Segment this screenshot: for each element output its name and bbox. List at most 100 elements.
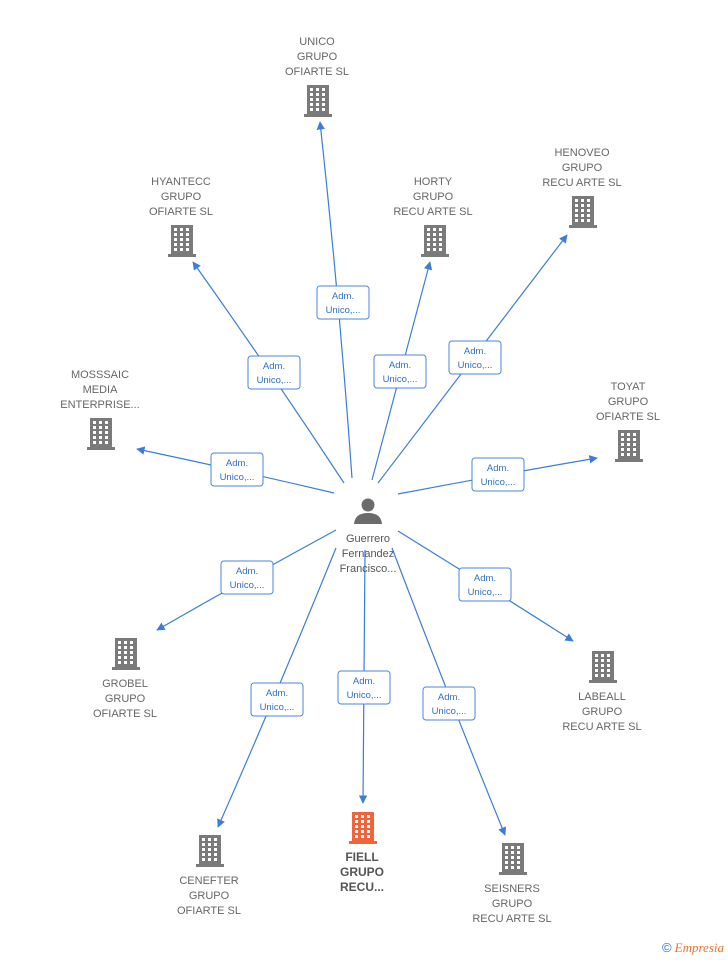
company-label-line: GRUPO: [562, 162, 603, 174]
building-icon: [196, 835, 224, 867]
edges-layer: Adm. Unico,... Adm. Unico,... Adm. Unico,... A…: [136, 121, 598, 836]
relation-text: Adm.: [263, 361, 285, 372]
relation-text: Adm.: [236, 566, 258, 577]
relation-text: Unico,...: [326, 305, 361, 316]
relation-text: Adm.: [474, 573, 496, 584]
relation-text: Adm.: [226, 458, 248, 469]
company-label-line: HORTY: [414, 176, 453, 188]
person-label-line: Fernandez: [342, 548, 395, 560]
building-icon: [349, 812, 377, 844]
relation-box: [210, 452, 264, 487]
company-label-line: OFIARTE SL: [93, 708, 157, 720]
building-icon: [304, 85, 332, 117]
company-label-line: OFIARTE SL: [149, 206, 213, 218]
relation-label-cenefter[interactable]: Adm. Unico,...: [250, 682, 304, 717]
relation-label-hyantecc[interactable]: Adm. Unico,...: [247, 355, 301, 390]
relation-box: [373, 354, 427, 389]
company-node-toyat[interactable]: TOYAT GRUPO OFIARTE SL: [596, 381, 660, 462]
relation-label-labeall[interactable]: Adm. Unico,...: [458, 567, 512, 602]
company-label-line: OFIARTE SL: [596, 411, 660, 423]
relation-text: Unico,...: [458, 360, 493, 371]
company-label-line: GRUPO: [582, 706, 623, 718]
person-label-line: Guerrero: [346, 533, 390, 545]
relation-text: Unico,...: [383, 374, 418, 385]
company-node-fiell[interactable]: FIELLGRUPORECU...: [340, 812, 384, 894]
building-icon: [168, 225, 196, 257]
company-node-cenefter[interactable]: CENEFTER GRUPO OFIARTE SL: [177, 835, 241, 917]
relation-text: Adm.: [266, 688, 288, 699]
company-node-horty[interactable]: HORTY GRUPO RECU ARTE SL: [393, 176, 473, 257]
relation-label-mosssaic[interactable]: Adm. Unico,...: [210, 452, 264, 487]
company-node-mosssaic[interactable]: MOSSSAIC MEDIA ENTERPRISE...: [60, 369, 140, 450]
building-icon: [569, 196, 597, 228]
person-icon: [354, 498, 382, 524]
company-label-line: CENEFTER: [179, 875, 238, 887]
relation-text: Adm.: [464, 346, 486, 357]
relation-label-grobel[interactable]: Adm. Unico,...: [220, 560, 274, 595]
relation-text: Unico,...: [481, 477, 516, 488]
relation-box: [471, 457, 525, 492]
company-label-line: LABEALL: [578, 691, 626, 703]
relation-text: Adm.: [438, 692, 460, 703]
company-node-grobel[interactable]: GROBEL GRUPO OFIARTE SL: [93, 638, 157, 720]
relation-label-unico[interactable]: Adm. Unico,...: [316, 285, 370, 320]
company-label-line: OFIARTE SL: [177, 905, 241, 917]
relation-box: [250, 682, 304, 717]
company-label-line: MEDIA: [83, 384, 119, 396]
relation-text: Unico,...: [257, 375, 292, 386]
relation-label-henoveo[interactable]: Adm. Unico,...: [448, 340, 502, 375]
company-label-line: GRUPO: [413, 191, 454, 203]
company-label-line: RECU...: [340, 880, 384, 894]
footer-brand: ©Empresia: [662, 940, 724, 956]
company-label-line: RECU ARTE SL: [393, 206, 472, 218]
relation-text: Adm.: [389, 360, 411, 371]
relation-text: Adm.: [487, 463, 509, 474]
relation-box: [422, 686, 476, 721]
relation-label-fiell[interactable]: Adm.Unico,...: [337, 670, 391, 705]
building-icon: [589, 651, 617, 683]
company-label-line: GROBEL: [102, 678, 148, 690]
company-label-line: MOSSSAIC: [71, 369, 129, 381]
company-label-line: RECU ARTE SL: [542, 177, 621, 189]
center-person-node[interactable]: GuerreroFernandezFrancisco...: [340, 498, 397, 576]
company-label-line: GRUPO: [189, 890, 230, 902]
relation-text: Unico,...: [230, 580, 265, 591]
company-label-line: GRUPO: [105, 693, 146, 705]
relation-text: Unico,...: [468, 587, 503, 598]
brand-logo: Empresia: [674, 940, 724, 955]
relation-box: [316, 285, 370, 320]
company-label-line: ENTERPRISE...: [60, 399, 139, 411]
building-icon: [87, 418, 115, 450]
relation-label-toyat[interactable]: Adm. Unico,...: [471, 457, 525, 492]
relation-text: Adm.: [332, 291, 354, 302]
building-icon: [615, 430, 643, 462]
company-node-hyantecc[interactable]: HYANTECC GRUPO OFIARTE SL: [149, 176, 213, 257]
relation-label-seisners[interactable]: Adm. Unico,...: [422, 686, 476, 721]
company-node-labeall[interactable]: LABEALL GRUPO RECU ARTE SL: [562, 651, 642, 733]
relation-box: [337, 670, 391, 705]
company-label-line: SEISNERS: [484, 883, 540, 895]
company-label-line: GRUPO: [608, 396, 649, 408]
company-label-line: RECU ARTE SL: [562, 721, 641, 733]
building-icon: [499, 843, 527, 875]
company-label-line: OFIARTE SL: [285, 66, 349, 78]
relation-box: [247, 355, 301, 390]
relation-text: Adm.: [353, 676, 375, 687]
company-label-line: GRUPO: [492, 898, 533, 910]
relation-label-horty[interactable]: Adm. Unico,...: [373, 354, 427, 389]
relation-text: Unico,...: [432, 706, 467, 717]
relation-box: [448, 340, 502, 375]
company-label-line: GRUPO: [161, 191, 202, 203]
relation-text: Unico,...: [260, 702, 295, 713]
company-label-line: FIELL: [345, 850, 378, 864]
company-label-line: UNICO: [299, 36, 335, 48]
company-label-line: TOYAT: [611, 381, 646, 393]
person-label-line: Francisco...: [340, 563, 397, 575]
relation-text: Unico,...: [220, 472, 255, 483]
company-label-line: HYANTECC: [151, 176, 211, 188]
